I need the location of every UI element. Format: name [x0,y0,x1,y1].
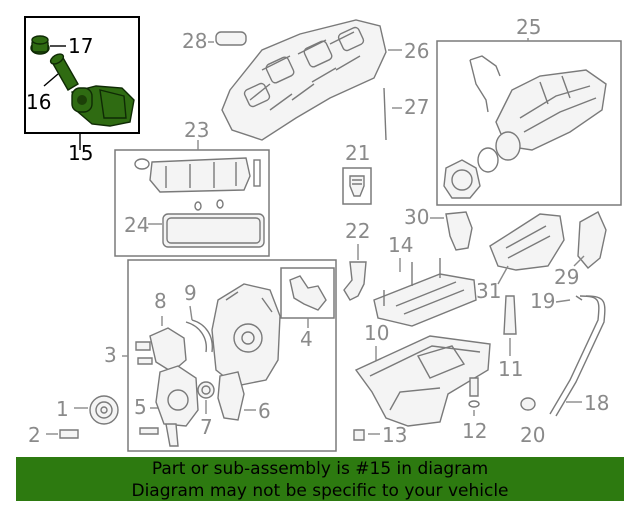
oil-filter-housing-part[interactable] [71,85,135,127]
callout-14[interactable]: 14 [388,233,413,257]
callout-20[interactable]: 20 [520,423,545,447]
cover-part-29[interactable] [577,211,607,269]
callout-8[interactable]: 8 [154,289,167,313]
timing-gasket-part-4[interactable] [289,275,327,311]
windage-tray-part[interactable] [373,258,477,327]
callout-6[interactable]: 6 [258,399,271,423]
heat-shield-part-31[interactable] [489,213,565,271]
valve-cover-part[interactable] [134,157,261,211]
sensor-part-21[interactable] [349,175,365,197]
seal-part-7[interactable] [197,381,215,399]
callout-9[interactable]: 9 [184,281,197,305]
oil-filter-assembly-group[interactable]: 17 16 15 [24,16,140,165]
bracket-part-30[interactable] [445,211,473,251]
callout-22[interactable]: 22 [345,219,370,243]
info-banner: Part or sub-assembly is #15 in diagram D… [16,457,624,501]
gasket-part-28[interactable] [215,31,247,46]
callout-2[interactable]: 2 [28,423,41,447]
callout-13[interactable]: 13 [382,423,407,447]
callout-12[interactable]: 12 [462,419,487,443]
callout-15[interactable]: 15 [68,141,93,165]
o-ring-part-20[interactable] [520,397,536,411]
callout-24[interactable]: 24 [124,213,149,237]
hose-part-9[interactable] [185,319,213,353]
oil-filter-cap-part[interactable] [30,35,50,55]
box-21 [342,167,372,205]
callout-5[interactable]: 5 [134,395,147,419]
callout-28[interactable]: 28 [182,29,207,53]
bolt-part-2[interactable] [59,429,79,439]
parts-diagram: 17 16 15 28 26 27 25 23 [24,15,622,452]
callout-11[interactable]: 11 [498,357,523,381]
box-23 [114,149,270,257]
dipstick-tube-part-18[interactable] [555,295,606,417]
callout-25[interactable]: 25 [516,15,541,39]
callout-30[interactable]: 30 [404,205,429,229]
callout-10[interactable]: 10 [364,321,389,345]
highlight-box-15 [24,16,140,134]
leader-16 [43,73,59,87]
valve-cover-gasket-part[interactable] [162,213,265,248]
water-outlet-part-8[interactable] [149,327,187,373]
callout-19[interactable]: 19 [530,289,555,313]
callout-1[interactable]: 1 [56,397,69,421]
crankshaft-pulley-part[interactable] [89,395,119,425]
callout-18[interactable]: 18 [584,391,609,415]
banner-line-1: Part or sub-assembly is #15 in diagram [151,459,489,479]
callout-26[interactable]: 26 [404,39,429,63]
oil-pan-part[interactable] [354,335,491,427]
intake-manifold-upper-part[interactable] [221,19,387,141]
box-25 [436,40,622,206]
bolt-part-13[interactable] [353,429,365,441]
callout-7[interactable]: 7 [200,415,213,439]
callout-4[interactable]: 4 [300,327,313,351]
water-pump-part[interactable] [139,365,199,447]
callout-29[interactable]: 29 [554,265,579,289]
sealant-tube-part-11[interactable] [503,295,517,335]
oil-fill-tube-part[interactable] [343,261,367,301]
drain-plug-part-12[interactable] [469,377,479,397]
callout-31[interactable]: 31 [476,279,501,303]
callout-3[interactable]: 3 [104,343,117,367]
banner-line-2: Diagram may not be specific to your vehi… [131,481,509,501]
intake-manifold-part[interactable] [443,55,607,199]
callout-17[interactable]: 17 [68,34,93,58]
callout-23[interactable]: 23 [184,118,209,142]
callout-16[interactable]: 16 [26,90,51,114]
callout-21[interactable]: 21 [345,141,370,165]
tube-part-27[interactable] [383,87,387,141]
oil-filter-element-part[interactable] [49,52,79,91]
timing-cover-part[interactable] [211,283,281,387]
cover-plate-part-6[interactable] [217,371,245,421]
callout-27[interactable]: 27 [404,95,429,119]
